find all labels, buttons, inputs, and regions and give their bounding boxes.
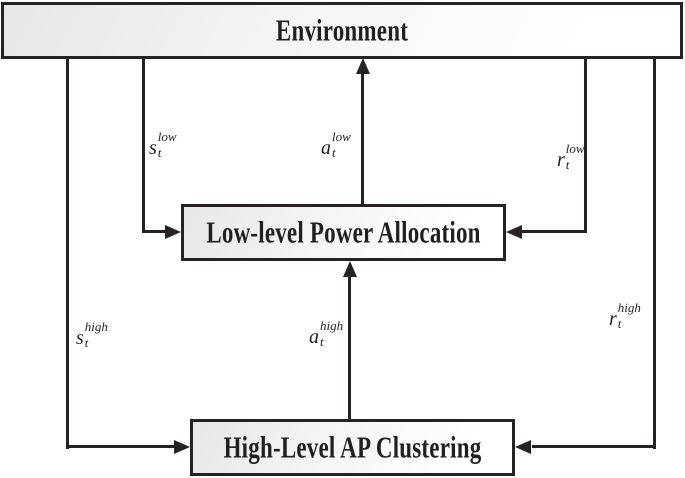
r-high-base: r xyxy=(609,308,617,330)
r-high-subscript: t xyxy=(617,316,622,331)
edge-r-low-arrowhead-icon xyxy=(506,225,522,239)
s-low-subscript: t xyxy=(157,145,162,160)
high-level-ap-clustering-label: High-Level AP Clustering xyxy=(223,429,482,464)
a-high-subscript: t xyxy=(320,334,324,349)
edge-a-low-vertical-line xyxy=(361,73,364,205)
s-high-base: s xyxy=(76,327,84,349)
a-low-scripts: low t xyxy=(332,130,351,159)
r-low-scripts: low t xyxy=(566,142,585,171)
edge-s-high-vertical-line xyxy=(66,58,69,449)
a-high-base: a xyxy=(309,326,319,348)
edge-r-low-vertical-line xyxy=(584,58,587,233)
a-low-base: a xyxy=(321,137,331,159)
high-level-ap-clustering-box: High-Level AP Clustering xyxy=(190,419,515,476)
environment-label: Environment xyxy=(275,12,409,47)
r-high-superscript: high xyxy=(617,300,641,315)
r-low-base: r xyxy=(557,149,565,171)
a-high-superscript: high xyxy=(320,318,344,333)
edge-r-high-vertical-line xyxy=(653,58,656,449)
edge-s-low-horizontal-line xyxy=(142,230,167,233)
r-low-label: r low t xyxy=(557,142,585,171)
s-low-label: s low t xyxy=(149,130,177,159)
s-low-scripts: low t xyxy=(158,130,177,159)
a-low-label: a low t xyxy=(321,130,351,159)
edge-r-low-horizontal-line xyxy=(521,230,587,233)
s-low-superscript: low xyxy=(157,129,177,144)
s-high-scripts: high t xyxy=(85,320,108,349)
r-high-label: r high t xyxy=(609,301,641,330)
edge-s-low-vertical-line xyxy=(142,58,145,233)
edge-s-low-arrowhead-icon xyxy=(165,225,181,239)
edge-a-high-vertical-line xyxy=(348,276,351,420)
r-high-scripts: high t xyxy=(618,301,641,330)
s-high-superscript: high xyxy=(84,319,108,334)
a-low-subscript: t xyxy=(332,145,336,160)
environment-box: Environment xyxy=(1,2,683,59)
edge-s-high-horizontal-line xyxy=(66,445,175,448)
a-high-scripts: high t xyxy=(320,319,343,348)
a-low-superscript: low xyxy=(332,129,351,144)
r-low-subscript: t xyxy=(565,157,570,172)
s-high-subscript: t xyxy=(84,335,89,350)
s-high-label: s high t xyxy=(76,320,108,349)
edge-a-high-arrowhead-icon xyxy=(343,261,357,277)
r-low-superscript: low xyxy=(565,141,585,156)
s-low-base: s xyxy=(149,137,157,159)
edge-a-low-arrowhead-icon xyxy=(356,58,370,74)
edge-s-high-arrowhead-icon xyxy=(174,440,190,454)
low-level-power-allocation-box: Low-level Power Allocation xyxy=(181,204,506,261)
edge-r-high-horizontal-line xyxy=(532,445,656,448)
edge-r-high-arrowhead-icon xyxy=(515,440,531,454)
a-high-label: a high t xyxy=(309,319,343,348)
low-level-power-allocation-label: Low-level Power Allocation xyxy=(206,214,481,249)
